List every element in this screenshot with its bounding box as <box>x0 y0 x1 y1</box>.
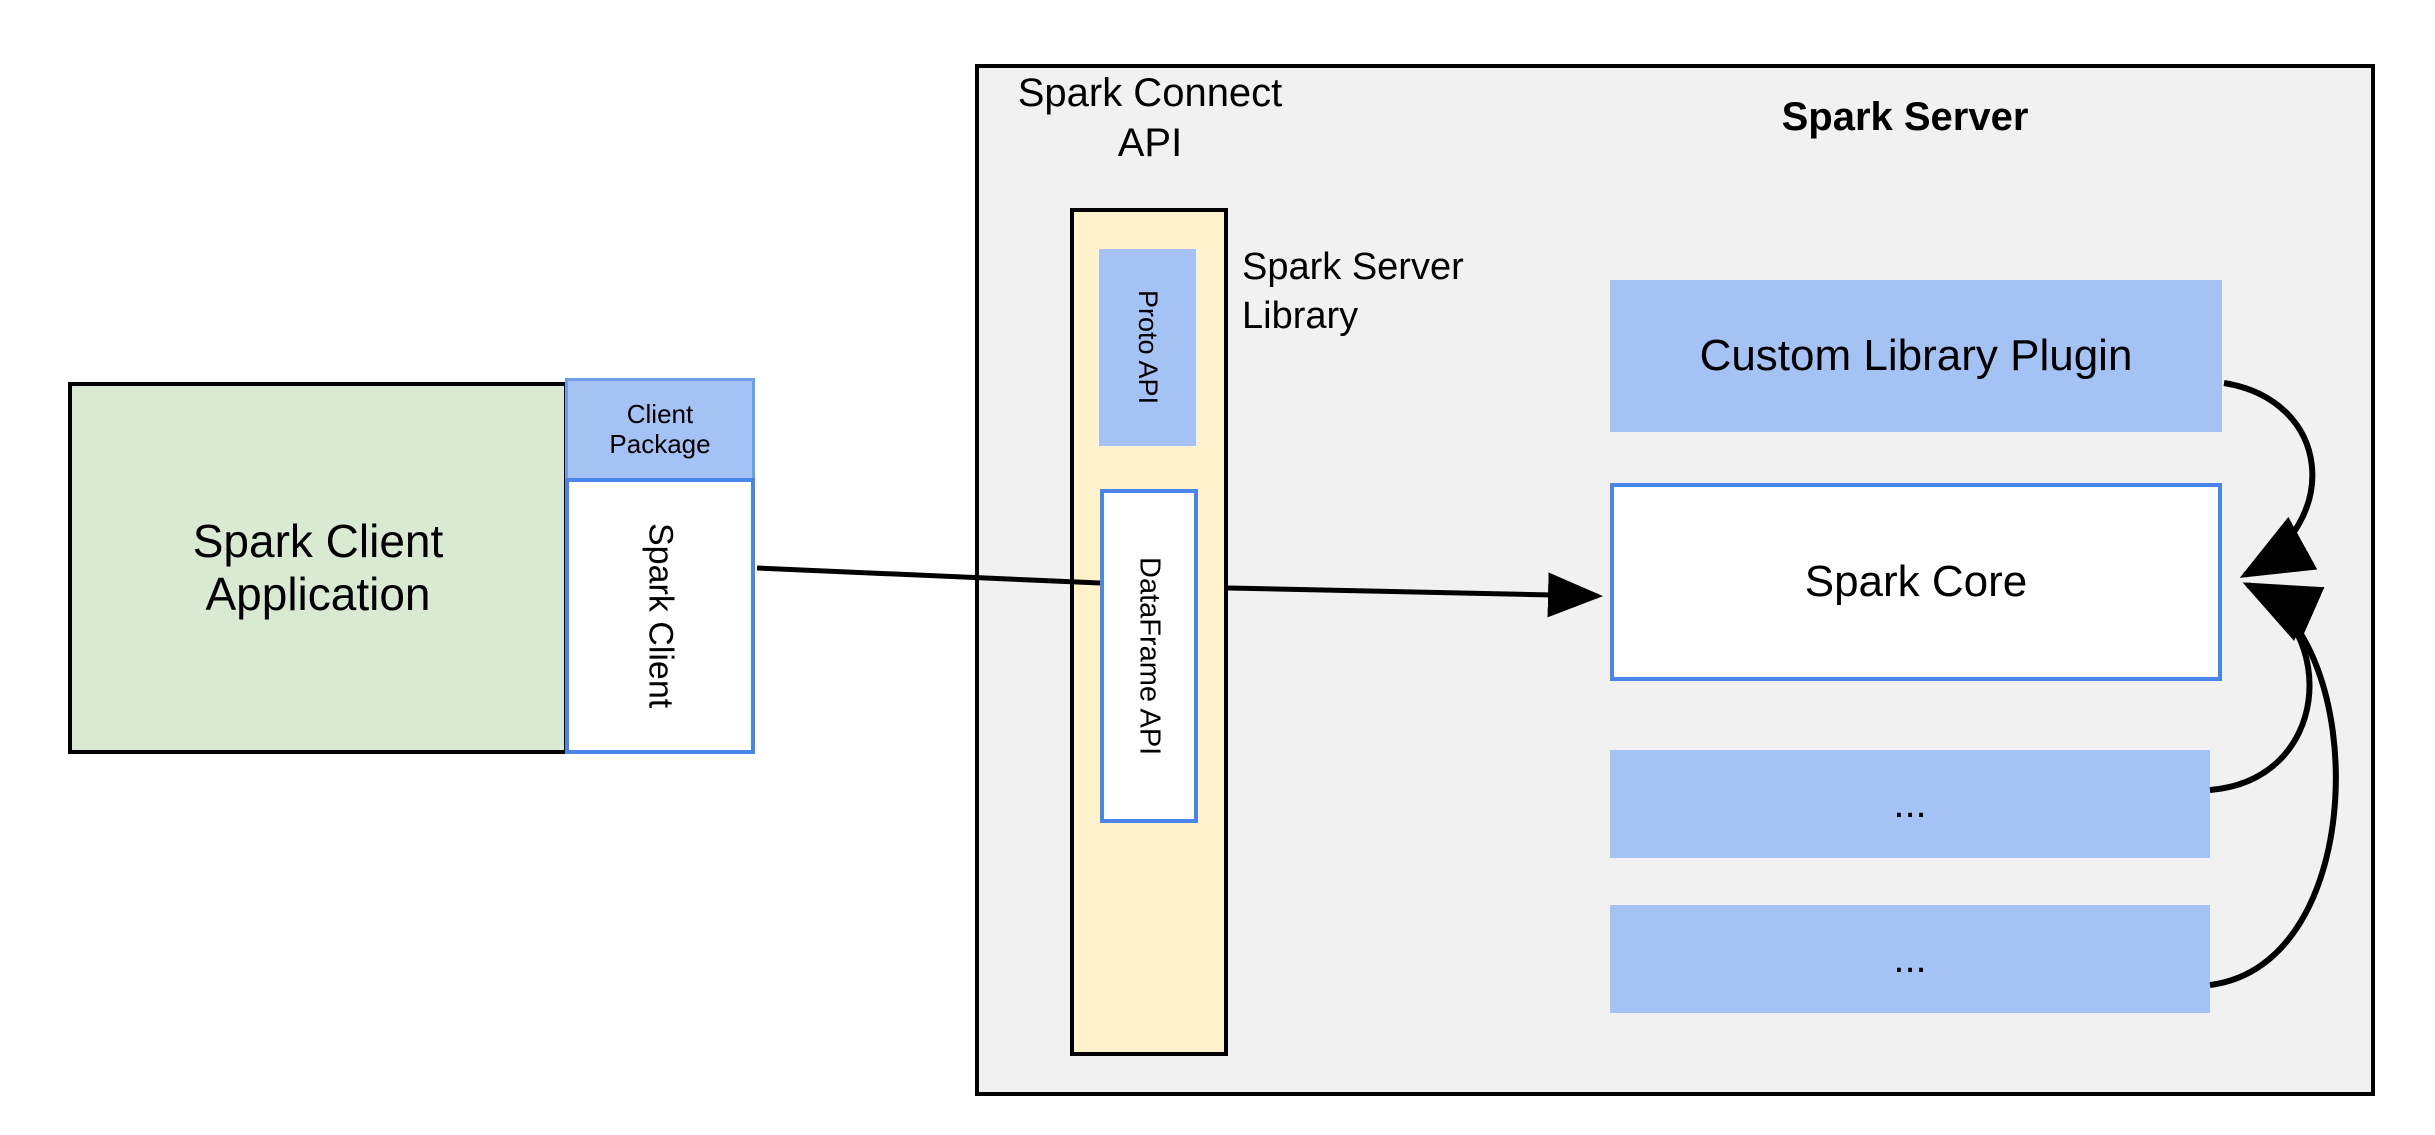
server-component-ellipsis-1-label: ... <box>1893 782 1927 826</box>
spark-client-application-label: Spark Client Application <box>192 515 444 620</box>
custom-library-plugin-box[interactable]: Custom Library Plugin <box>1610 280 2222 432</box>
spark-client-box[interactable]: Spark Client <box>565 478 755 754</box>
server-component-ellipsis-1[interactable]: ... <box>1610 750 2210 858</box>
spark-core-box[interactable]: Spark Core <box>1610 483 2222 681</box>
server-component-ellipsis-2[interactable]: ... <box>1610 905 2210 1013</box>
spark-server-library-label: Spark Server Library <box>1242 246 1464 338</box>
dataframe-api-label: DataFrame API <box>1133 556 1166 756</box>
proto-api-label: Proto API <box>1133 290 1164 405</box>
spark-connect-api-label: Spark Connect API <box>1017 71 1283 165</box>
spark-client-application-box[interactable]: Spark Client Application <box>68 382 568 754</box>
dataframe-api-box[interactable]: DataFrame API <box>1100 489 1198 823</box>
proto-api-box[interactable]: Proto API <box>1099 249 1196 446</box>
client-package-box[interactable]: Client Package <box>565 378 755 478</box>
spark-server-title: Spark Server <box>1781 95 2029 139</box>
spark-client-label: Spark Client <box>641 523 680 709</box>
custom-library-plugin-label: Custom Library Plugin <box>1699 330 2133 380</box>
server-component-ellipsis-2-label: ... <box>1893 937 1927 981</box>
client-package-label: Client Package <box>609 398 711 459</box>
spark-core-label: Spark Core <box>1804 556 2028 606</box>
